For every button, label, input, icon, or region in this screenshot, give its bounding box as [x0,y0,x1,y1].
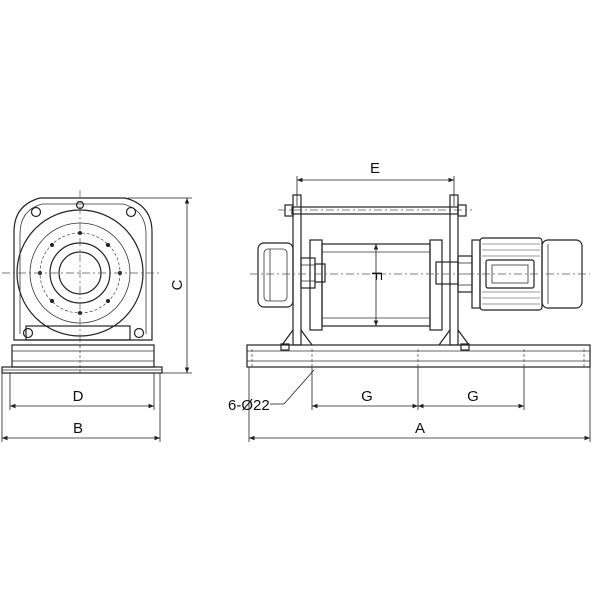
end-view [1,190,163,374]
end-view-gear-block [25,325,131,341]
motor-fins [482,243,540,305]
tie-rod [291,206,459,215]
dimension-f: F [368,244,385,326]
dimension-b: B [1,373,161,442]
label-c: C [169,279,186,290]
dimension-e: E [296,160,455,206]
label-b: B [73,420,83,437]
gearbox [257,242,294,308]
drum-flange-left [309,239,323,331]
label-f: F [368,271,385,280]
housing-bolt-hole [125,206,137,218]
front-view [246,194,591,368]
label-e: E [370,160,380,177]
end-view-housing [13,197,153,341]
label-a: A [415,420,425,437]
label-g-1: G [361,388,373,405]
drum-flange-right [429,239,443,331]
motor [466,237,590,311]
hole-callout: 6-Ø22 [228,369,315,414]
housing-bolt-hole [133,327,145,339]
label-d: D [73,388,84,405]
right-side-plate [449,194,459,346]
housing-bolt-hole [30,206,42,218]
end-view-base [11,344,155,368]
housing-bolt-hole [22,327,34,339]
label-holes: 6-Ø22 [228,397,270,414]
dimension-g: G G [311,367,525,410]
right-hub [435,261,459,285]
dimension-d: D [9,373,155,410]
label-g-2: G [467,388,479,405]
front-view-base [246,344,591,368]
dimension-a: A [248,367,591,442]
dimension-c: C [128,197,192,374]
left-hub [300,257,316,289]
left-side-plate [292,194,302,346]
